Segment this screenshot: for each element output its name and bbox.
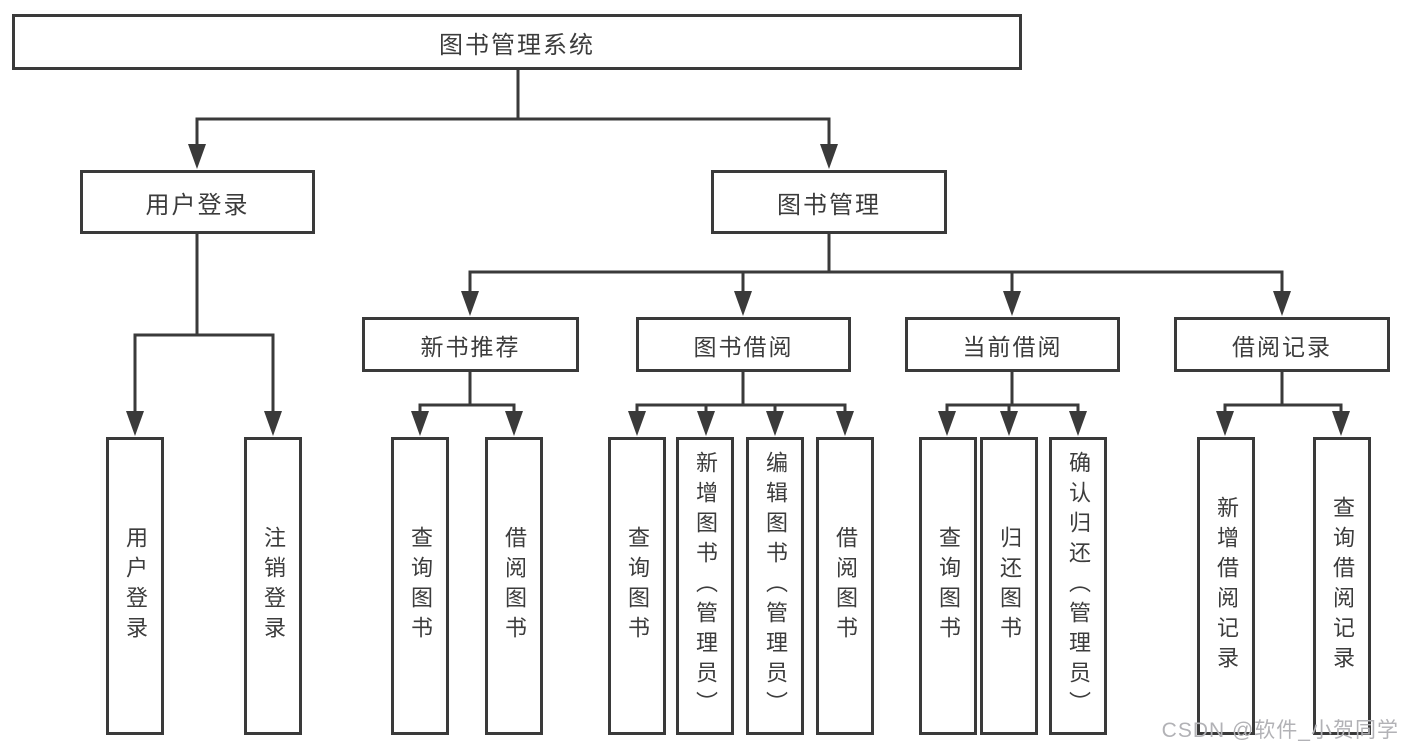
leaf-query-borrow-record: 查询借阅记录 [1313, 437, 1371, 735]
connector-userlogin-to-leaves [133, 234, 275, 412]
arrow-icon [505, 411, 523, 436]
arrow-icon [126, 411, 144, 436]
leaf-label: 查询借阅记录 [1330, 496, 1355, 676]
leaf-edit-books-admin: 编辑图书（管理员） [746, 437, 804, 735]
node-new-book-recommend: 新书推荐 [362, 317, 579, 372]
arrow-icon [264, 411, 282, 436]
arrow-icon [697, 411, 715, 436]
connector-recommend-to-leaves [418, 372, 516, 412]
leaf-label: 归还图书 [997, 526, 1022, 646]
arrow-icon [1000, 411, 1018, 436]
leaf-borrow-books-borrowing: 借阅图书 [816, 437, 874, 735]
node-book-management: 图书管理 [711, 170, 947, 234]
leaf-borrow-books-recommend: 借阅图书 [485, 437, 543, 735]
leaf-label: 新增图书（管理员） [693, 451, 718, 721]
leaf-query-books-current: 查询图书 [919, 437, 977, 735]
node-borrowing-records: 借阅记录 [1174, 317, 1390, 372]
arrow-icon [734, 291, 752, 316]
leaf-add-borrow-record: 新增借阅记录 [1197, 437, 1255, 735]
leaf-label: 查询图书 [625, 526, 650, 646]
connector-root-to-level2 [195, 70, 831, 147]
connector-current-to-leaves [945, 372, 1080, 412]
leaf-label: 确认归还（管理员） [1066, 451, 1091, 721]
leaf-label: 查询图书 [936, 526, 961, 646]
arrow-icon [766, 411, 784, 436]
leaf-label: 用户登录 [123, 526, 148, 646]
leaf-return-books: 归还图书 [980, 437, 1038, 735]
node-root-system: 图书管理系统 [12, 14, 1022, 70]
leaf-label: 新增借阅记录 [1214, 496, 1239, 676]
leaf-label: 借阅图书 [833, 526, 858, 646]
node-current-borrowing: 当前借阅 [905, 317, 1120, 372]
arrow-icon [628, 411, 646, 436]
arrow-icon [1332, 411, 1350, 436]
arrow-icon [461, 291, 479, 316]
arrow-icon [1003, 291, 1021, 316]
arrow-icon [411, 411, 429, 436]
node-user-login: 用户登录 [80, 170, 315, 234]
node-book-borrowing: 图书借阅 [636, 317, 851, 372]
leaf-add-books-admin: 新增图书（管理员） [676, 437, 734, 735]
leaf-query-books-borrowing: 查询图书 [608, 437, 666, 735]
leaf-logout: 注销登录 [244, 437, 302, 735]
leaf-user-login: 用户登录 [106, 437, 164, 735]
connector-records-to-leaves [1223, 372, 1343, 412]
csdn-watermark: CSDN @软件_小贺同学 [1161, 719, 1399, 742]
leaf-query-books-recommend: 查询图书 [391, 437, 449, 735]
arrow-icon [1069, 411, 1087, 436]
leaf-label: 注销登录 [261, 526, 286, 646]
arrow-icon [1273, 291, 1291, 316]
connector-borrowing-to-leaves [635, 372, 847, 412]
arrow-icon [938, 411, 956, 436]
connector-bookmgmt-to-categories [468, 234, 1284, 292]
arrow-icon [188, 144, 206, 169]
arrow-icon [820, 144, 838, 169]
leaf-label: 编辑图书（管理员） [763, 451, 788, 721]
leaf-label: 借阅图书 [502, 526, 527, 646]
leaf-label: 查询图书 [408, 526, 433, 646]
arrowheads [126, 144, 1350, 436]
leaf-confirm-return-admin: 确认归还（管理员） [1049, 437, 1107, 735]
arrow-icon [836, 411, 854, 436]
arrow-icon [1216, 411, 1234, 436]
